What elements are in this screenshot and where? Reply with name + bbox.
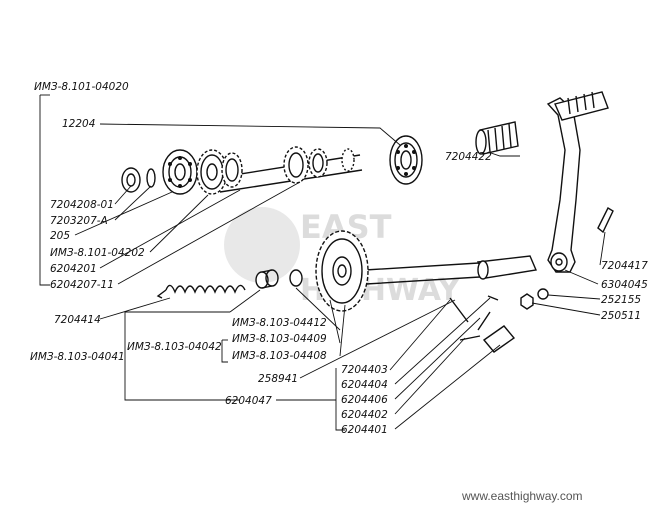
washer-nut — [520, 288, 549, 310]
gear-small — [308, 148, 328, 178]
label-6204404: 6204404 — [341, 379, 388, 391]
label-imz-101-04020: ИМЗ-8.101-04020 — [34, 81, 129, 93]
label-258941: 258941 — [258, 373, 298, 385]
main-shaft-assembly — [121, 146, 363, 195]
label-7204417: 7204417 — [601, 260, 648, 272]
label-7204403: 7204403 — [341, 364, 388, 376]
label-6204207-11: 6204207-11 — [50, 279, 114, 291]
gear-middle — [283, 146, 309, 184]
label-6204047: 6204047 — [225, 395, 272, 407]
label-imz-103-04409: ИМЗ-8.103-04409 — [232, 333, 327, 345]
bearing-right — [389, 135, 423, 185]
website-url: www.easthighway.com — [461, 489, 583, 503]
pedal-rubber-pad — [475, 121, 519, 155]
label-205: 205 — [50, 230, 70, 242]
washer — [146, 168, 156, 188]
bushing-1 — [255, 269, 279, 289]
label-6304045: 6304045 — [601, 279, 648, 291]
return-spring — [156, 284, 246, 299]
label-7204208-01: 7204208-01 — [50, 199, 114, 211]
label-12204: 12204 — [62, 118, 95, 130]
label-6204201: 6204201 — [50, 263, 97, 275]
label-imz-103-04042: ИМЗ-8.103-04042 — [127, 341, 222, 353]
label-imz-101-04202: ИМЗ-8.101-04202 — [50, 247, 145, 259]
bushing-2 — [289, 269, 303, 287]
leader-lines — [39, 94, 606, 431]
label-7204422: 7204422 — [445, 151, 492, 163]
label-7203207-a: 7203207-А — [50, 215, 108, 227]
lever-pin — [597, 207, 614, 234]
label-252155: 252155 — [601, 294, 641, 306]
label-imz-103-04041: ИМЗ-8.103-04041 — [30, 351, 125, 363]
label-6204406: 6204406 — [341, 394, 388, 406]
kick-start-lever — [546, 91, 609, 273]
label-6204401: 6204401 — [341, 424, 388, 436]
gear-shaft-gear — [221, 152, 243, 188]
label-6204402: 6204402 — [341, 409, 388, 421]
kick-shaft-assembly — [315, 230, 537, 312]
seal-ring — [121, 167, 141, 193]
part-labels: ИМЗ-8.101-04020 12204 7204208-01 7203207… — [30, 81, 648, 436]
label-7204414: 7204414 — [54, 314, 101, 326]
bearing-left — [162, 149, 198, 195]
label-imz-103-04408: ИМЗ-8.103-04408 — [232, 350, 327, 362]
label-250511: 250511 — [601, 310, 641, 322]
shaft-spline — [341, 148, 355, 172]
label-imz-103-04412: ИМЗ-8.103-04412 — [232, 317, 327, 329]
